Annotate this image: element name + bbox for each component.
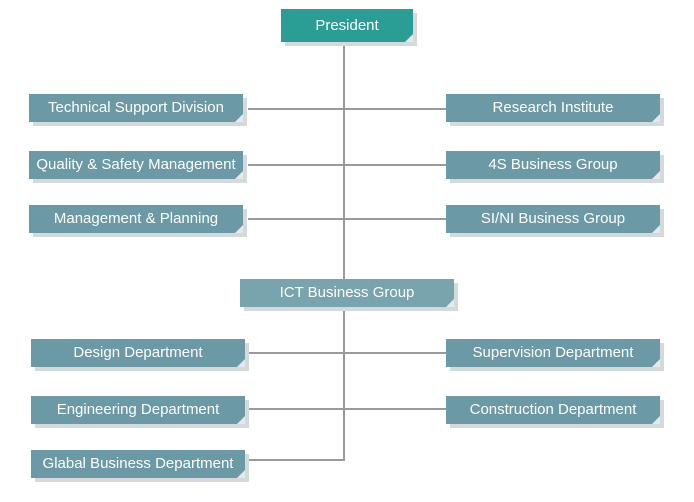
branch-line-row1 bbox=[248, 108, 448, 110]
global-business-department-box: Glabal Business Department bbox=[31, 450, 245, 478]
quality-safety-management-box: Quality & Safety Management bbox=[29, 151, 243, 179]
ict-business-group-label: ICT Business Group bbox=[279, 284, 415, 301]
branch-line-row6 bbox=[248, 459, 345, 461]
president-label: President bbox=[315, 17, 379, 34]
ict-business-group-box: ICT Business Group bbox=[240, 279, 454, 307]
global-business-department-label: Glabal Business Department bbox=[42, 455, 234, 472]
research-institute-box: Research Institute bbox=[446, 94, 660, 122]
design-department-label: Design Department bbox=[73, 344, 203, 361]
management-planning-box: Management & Planning bbox=[29, 205, 243, 233]
technical-support-division-box: Technical Support Division bbox=[29, 94, 243, 122]
branch-line-row5 bbox=[248, 408, 448, 410]
design-department-box: Design Department bbox=[31, 339, 245, 367]
construction-department-label: Construction Department bbox=[469, 401, 637, 418]
si-ni-business-group-box: SI/NI Business Group bbox=[446, 205, 660, 233]
president-box: President bbox=[281, 9, 413, 42]
trunk-line-lower bbox=[343, 306, 345, 460]
branch-line-row3 bbox=[248, 218, 448, 220]
supervision-department-box: Supervision Department bbox=[446, 339, 660, 367]
management-planning-label: Management & Planning bbox=[53, 210, 219, 227]
quality-safety-management-label: Quality & Safety Management bbox=[36, 156, 236, 173]
branch-line-row2 bbox=[248, 164, 448, 166]
si-ni-business-group-label: SI/NI Business Group bbox=[480, 210, 626, 227]
engineering-department-box: Engineering Department bbox=[31, 396, 245, 424]
trunk-line-upper bbox=[343, 42, 345, 282]
research-institute-label: Research Institute bbox=[492, 99, 614, 116]
engineering-department-label: Engineering Department bbox=[56, 401, 220, 418]
technical-support-division-label: Technical Support Division bbox=[48, 99, 224, 116]
construction-department-box: Construction Department bbox=[446, 396, 660, 424]
branch-line-row4 bbox=[248, 352, 448, 354]
4s-business-group-box: 4S Business Group bbox=[446, 151, 660, 179]
4s-business-group-label: 4S Business Group bbox=[488, 156, 618, 173]
supervision-department-label: Supervision Department bbox=[472, 344, 634, 361]
